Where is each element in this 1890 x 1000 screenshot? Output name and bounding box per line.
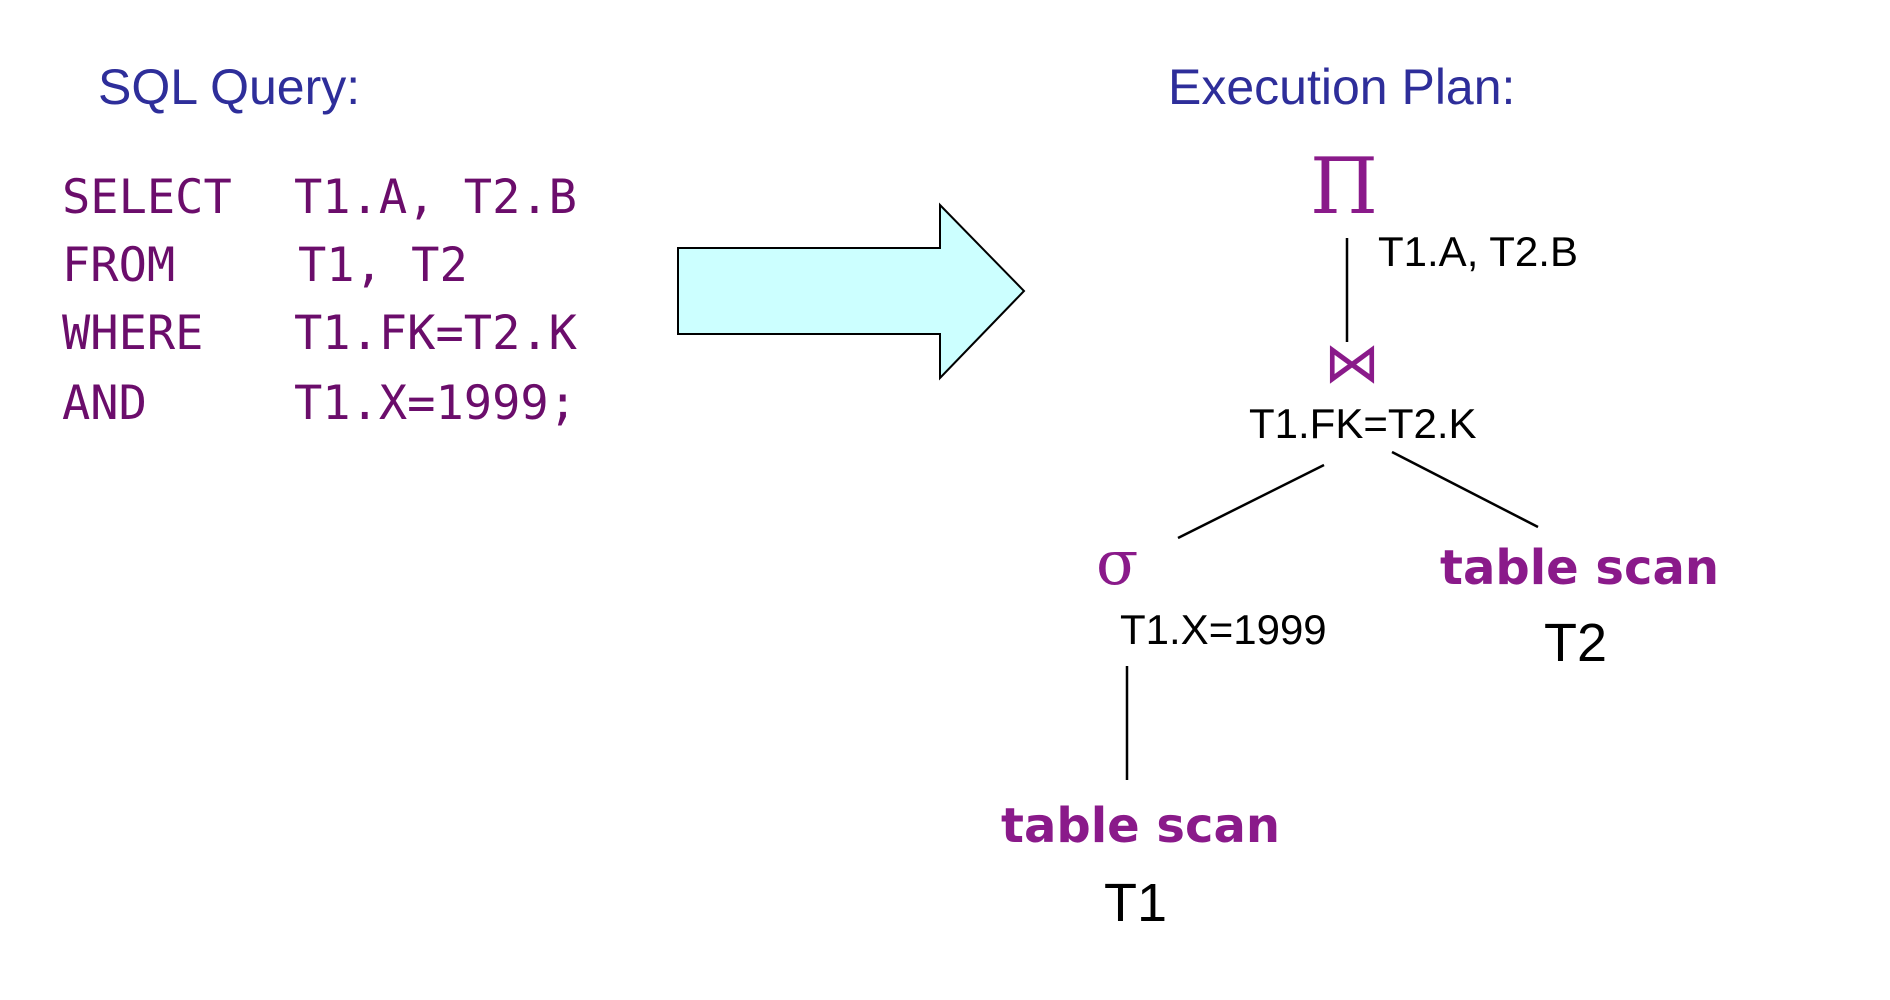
table-scan-t2-label: table scan xyxy=(1440,540,1719,596)
sql-query-heading: SQL Query: xyxy=(98,59,361,115)
table-scan-t1-label: table scan xyxy=(1001,798,1280,854)
transform-arrow xyxy=(677,202,1026,381)
selection-condition: T1.X=1999 xyxy=(1120,606,1327,653)
sql-args-where: T1.FK=T2.K xyxy=(294,306,577,361)
sql-keyword-and: AND xyxy=(62,376,147,431)
table-t1: T1 xyxy=(1104,873,1168,933)
projection-symbol: Π xyxy=(1310,142,1379,232)
sql-args-and: T1.X=1999; xyxy=(294,376,577,431)
sql-args-select: T1.A, T2.B xyxy=(294,170,577,225)
sql-keyword-where: WHERE xyxy=(62,306,204,361)
sql-args-from: T1, T2 xyxy=(298,238,468,293)
edge-join-scan-t2 xyxy=(1391,450,1539,529)
execution-plan-heading: Execution Plan: xyxy=(1168,59,1516,115)
projection-condition: T1.A, T2.B xyxy=(1378,228,1578,275)
join-symbol: ⋈ xyxy=(1324,331,1380,396)
sql-keyword-from: FROM xyxy=(62,238,176,293)
sql-keyword-select: SELECT xyxy=(62,170,232,225)
selection-symbol: σ xyxy=(1096,526,1139,599)
edge-join-selection xyxy=(1177,463,1325,540)
join-condition: T1.FK=T2.K xyxy=(1249,400,1477,447)
table-t2: T2 xyxy=(1544,613,1608,673)
